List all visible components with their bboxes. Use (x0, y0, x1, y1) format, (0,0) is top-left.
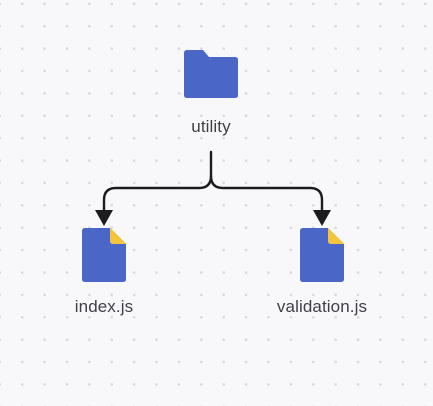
node-label-utility: utility (191, 117, 231, 136)
arrowhead-index (95, 210, 113, 226)
node-utility[interactable]: utility (131, 48, 291, 137)
file-icon (300, 228, 344, 282)
node-label-index-js: index.js (74, 297, 134, 316)
arrowhead-validation (313, 210, 331, 226)
edge-utility-to-index (102, 150, 213, 212)
file-icon (82, 228, 126, 282)
folder-icon (184, 50, 238, 98)
node-label-validation-js: validation.js (276, 297, 368, 316)
node-validation-js[interactable]: validation.js (242, 226, 402, 317)
node-index-js[interactable]: index.js (24, 226, 184, 317)
edge-utility-to-validation (209, 174, 324, 212)
